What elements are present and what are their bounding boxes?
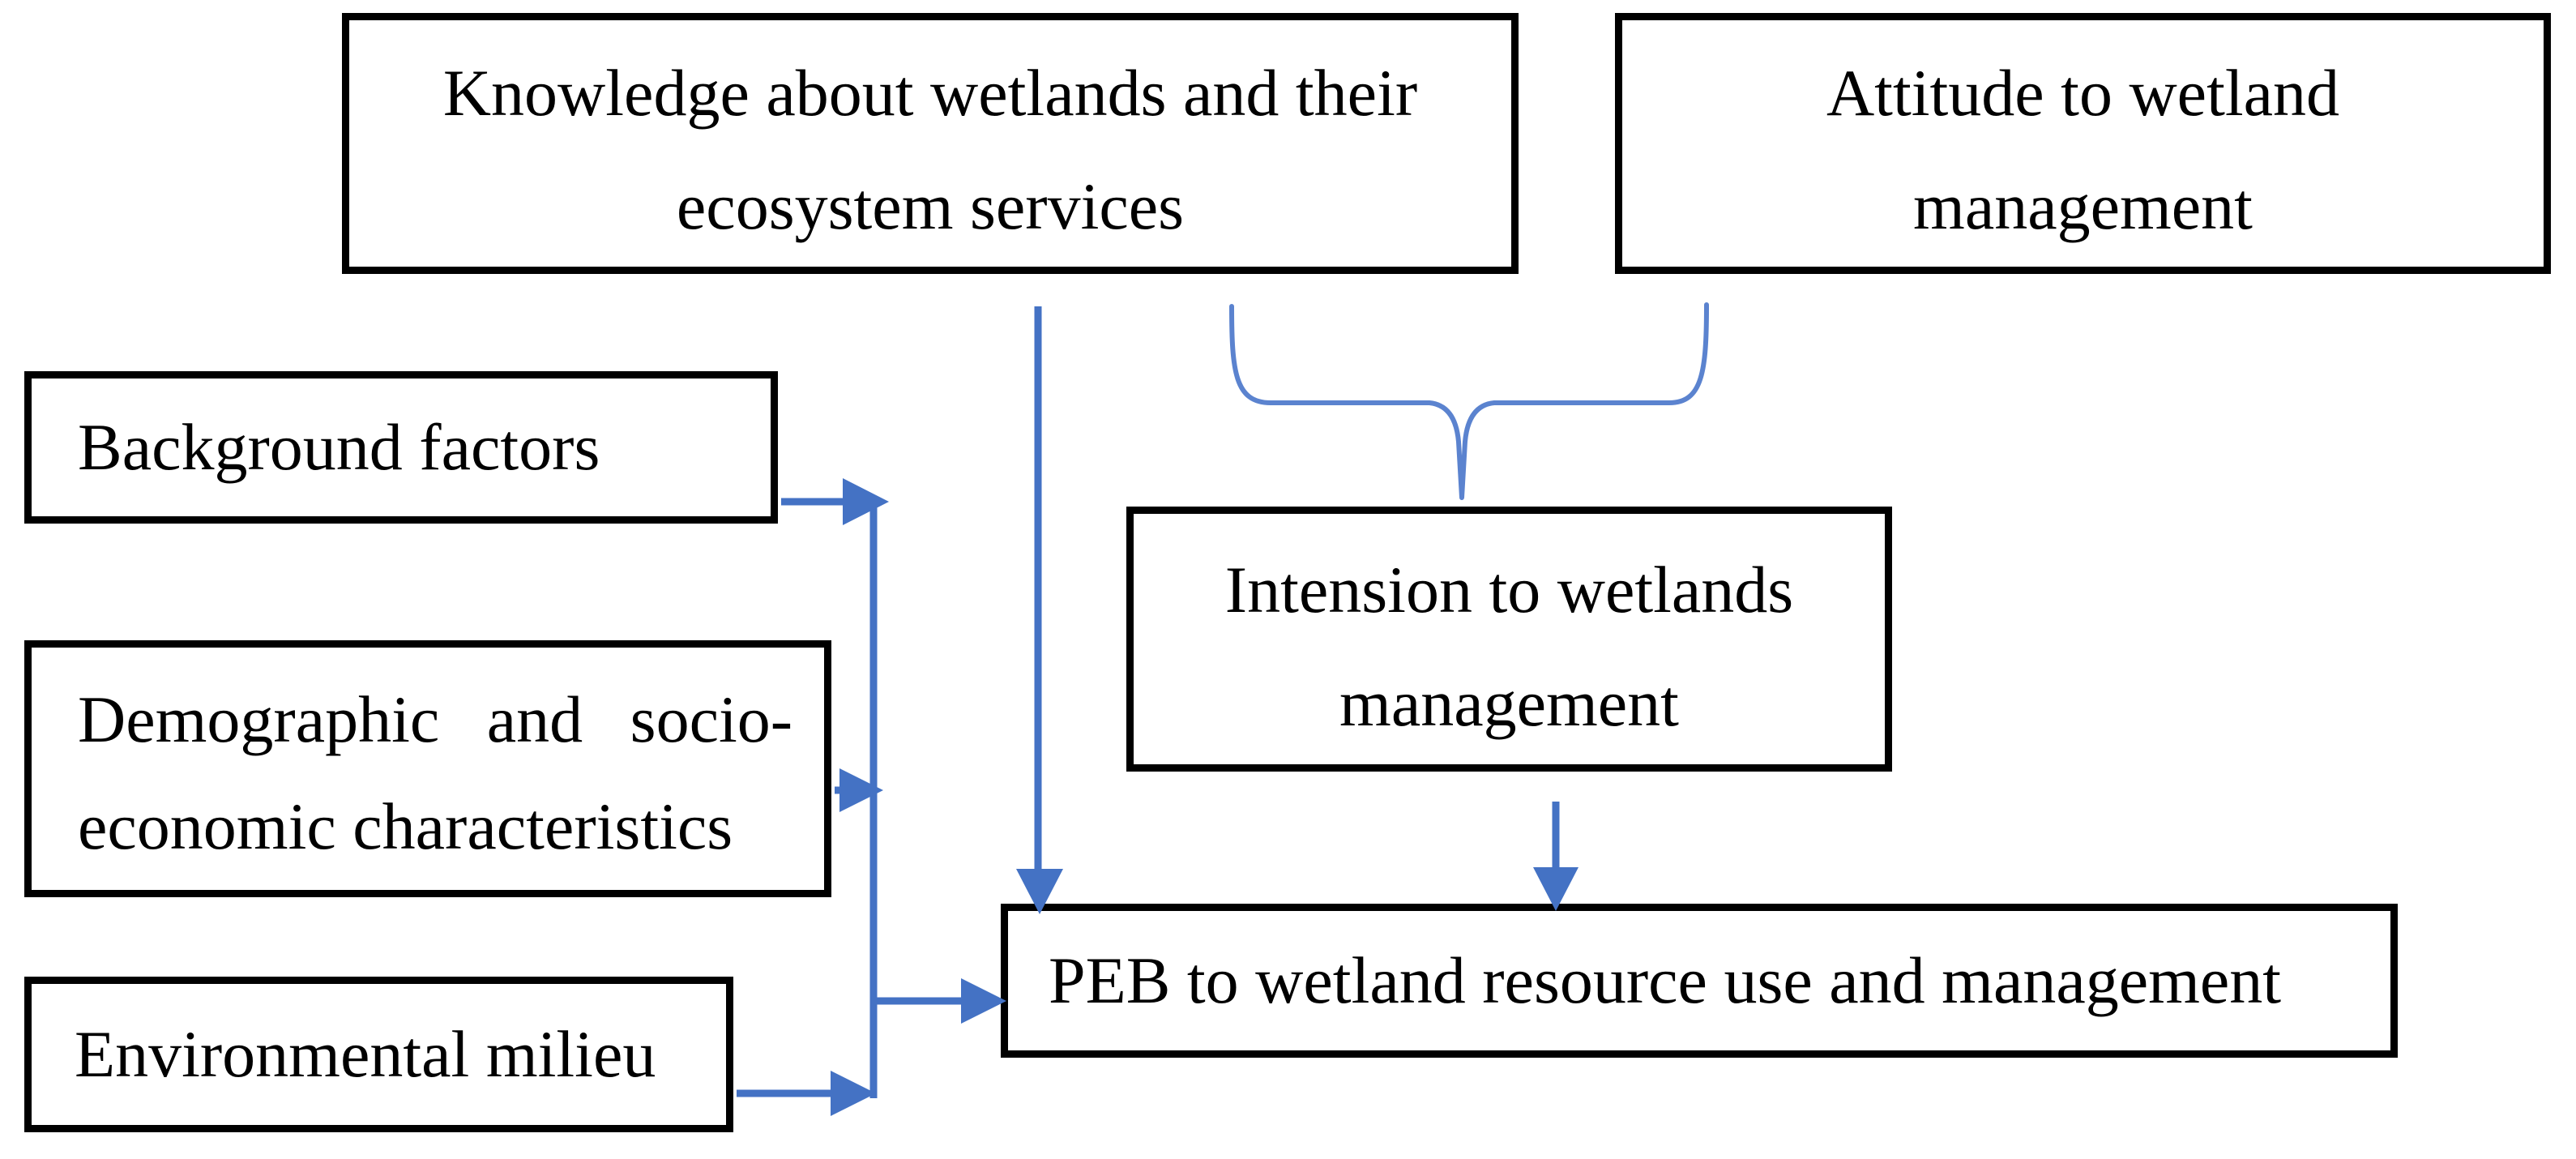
node-background-factors: Background factors (24, 371, 778, 524)
node-label: Attitude to wetland (1826, 56, 2340, 130)
node-label: economic characteristics (78, 789, 733, 863)
brace-knowledge-attitude-to-intension (1229, 302, 1709, 500)
arrow-demographic-head (839, 768, 883, 812)
node-knowledge: Knowledge about wetlands and their ecosy… (342, 13, 1519, 274)
node-label: Intension to wetlands (1224, 552, 1794, 627)
node-peb: PEB to wetland resource use and manageme… (1001, 904, 2398, 1058)
node-label: management (1913, 169, 2253, 243)
node-label: PEB to wetland resource use and manageme… (1049, 943, 2282, 1017)
arrow-collector-to-peb-head (961, 978, 1006, 1024)
node-environmental-milieu: Environmental milieu (24, 977, 733, 1132)
node-label: Background factors (78, 410, 600, 484)
arrow-background-head (843, 478, 889, 525)
node-label: management (1339, 665, 1679, 740)
node-attitude: Attitude to wetland management (1615, 13, 2551, 274)
arrow-environment-head (831, 1071, 876, 1116)
node-label: Environmental milieu (75, 1017, 656, 1091)
node-label: Demographic and socio- (78, 682, 793, 756)
node-demographic-socioeconomic: Demographic and socio- economic characte… (24, 640, 831, 897)
node-label: ecosystem services (676, 169, 1185, 243)
node-label: Knowledge about wetlands and their (442, 56, 1418, 130)
node-intension: Intension to wetlands management (1126, 507, 1892, 772)
